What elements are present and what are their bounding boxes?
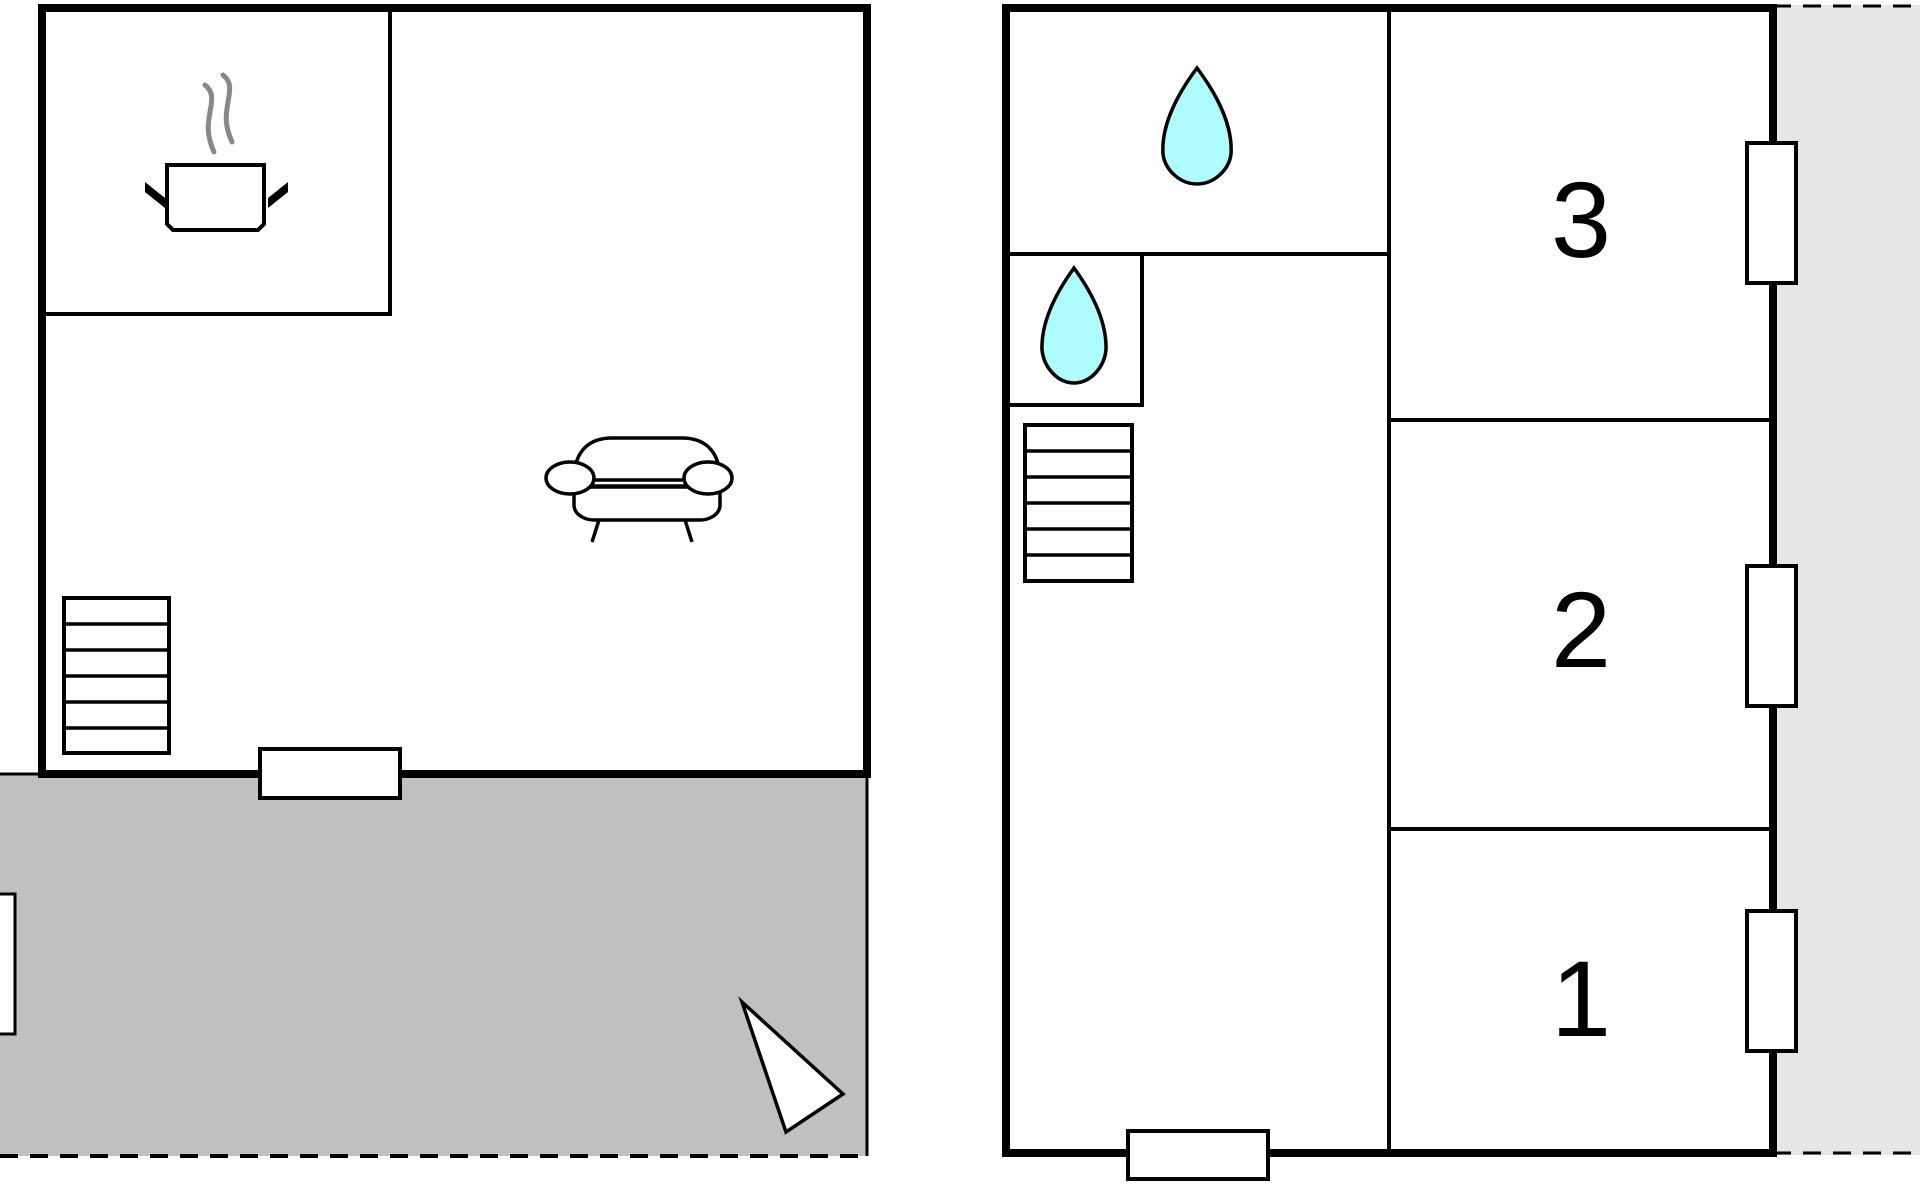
ground-floor-walls (38, 4, 871, 778)
ground-floor (0, 4, 871, 1158)
bedroom-3-door (1745, 141, 1798, 285)
bedroom-2-label: 2 (1551, 569, 1611, 690)
terrace-door (0, 892, 17, 1036)
cooking-pot-icon (145, 72, 288, 232)
north-arrow-icon (738, 996, 846, 1135)
upper-floor-door (1126, 1129, 1270, 1181)
terrace (0, 774, 867, 1156)
bedroom-2-door (1745, 564, 1798, 708)
bedroom-1-door (1745, 909, 1798, 1053)
water-drop-icon (1040, 265, 1108, 385)
water-drop-icon (1161, 65, 1233, 186)
kitchen-wall (42, 8, 392, 316)
bedroom-1-label: 1 (1551, 938, 1611, 1059)
bathroom-2-wall (1006, 254, 1144, 407)
bedroom-3-label: 3 (1551, 159, 1611, 280)
entrance-door (258, 747, 402, 800)
upper-floor-stairs (1023, 423, 1134, 583)
upper-floor: 3 2 1 (1002, 4, 1920, 1181)
ground-floor-stairs (62, 596, 171, 755)
sofa-icon (544, 436, 734, 543)
